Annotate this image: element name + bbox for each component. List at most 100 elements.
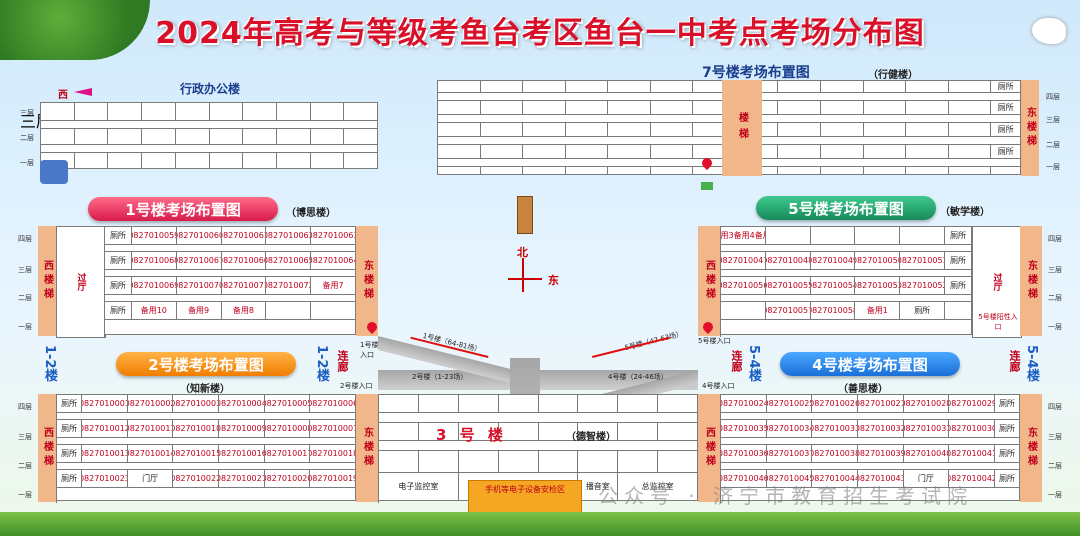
room-cell: 0827010056 bbox=[721, 277, 766, 295]
room-cell: 0827010003 bbox=[173, 395, 220, 413]
corridor-strip bbox=[57, 488, 356, 501]
corridor-link-right: 连廊 bbox=[730, 350, 743, 372]
b1-floor-1: 一层 bbox=[18, 323, 32, 331]
room-cell: 0827010070 bbox=[176, 277, 222, 295]
building3-label: 3 号 楼 bbox=[436, 426, 507, 444]
room-cell: 0827010016 bbox=[219, 445, 265, 463]
building2-title: 2号楼考场布置图 bbox=[148, 355, 264, 374]
room-cell: 门厅 bbox=[127, 470, 174, 488]
room-cell: 0827010053 bbox=[855, 277, 901, 295]
room-cell: 0827010010 bbox=[173, 420, 220, 438]
entrance-b1: 1号楼入口 bbox=[360, 341, 379, 359]
corridor-strip bbox=[105, 295, 356, 302]
location-pin-icon bbox=[699, 155, 715, 171]
room-cell: 0827010055 bbox=[765, 277, 811, 295]
building1-hall-label: 过厅 bbox=[75, 273, 86, 291]
room-cell: 备用7 bbox=[311, 277, 356, 295]
b7-floor-1: 一层 bbox=[1046, 163, 1060, 171]
corridor-strip bbox=[105, 270, 356, 277]
building4-east-stair: 东楼梯 bbox=[1020, 394, 1042, 502]
building5-hall-label: 过厅 bbox=[991, 273, 1002, 291]
b7-toilet: 厕所 bbox=[991, 81, 1021, 93]
building7-stair: 楼梯 bbox=[722, 80, 762, 176]
room-cell: 0827010066 bbox=[221, 252, 267, 270]
corridor-strip bbox=[105, 320, 356, 335]
security-checkpoint-label: 手机等电子设备安检区 bbox=[485, 485, 565, 494]
room-cell: 0827010034 bbox=[766, 420, 813, 438]
room-cell bbox=[855, 227, 901, 245]
room-cell: 0827010032 bbox=[857, 420, 904, 438]
gate-tower bbox=[517, 196, 533, 234]
room-cell: 0827010039 bbox=[857, 445, 904, 463]
room-cell: 0827010068 bbox=[131, 252, 177, 270]
room-cell: 0827010049 bbox=[810, 252, 856, 270]
building3-name: （德智楼） bbox=[566, 432, 616, 443]
b4-floor-3: 三层 bbox=[1048, 433, 1062, 441]
b4-floor-4: 四层 bbox=[1048, 403, 1062, 411]
room-cell: 0827010033 bbox=[812, 420, 858, 438]
room-cell: 0827010044 bbox=[812, 470, 858, 488]
room-cell: 备用1 bbox=[855, 302, 901, 320]
corridor-strip bbox=[721, 245, 972, 252]
admin-floor-3-label: 三层 bbox=[20, 109, 34, 117]
room-cell: 0827010022 bbox=[173, 470, 220, 488]
admin-building-label: 行政办公楼 bbox=[180, 82, 241, 96]
b2-floor-1: 一层 bbox=[18, 491, 32, 499]
corridor-strip bbox=[57, 463, 356, 470]
room-cell: 0827010050 bbox=[855, 252, 901, 270]
room-cell: 0827010035 bbox=[721, 420, 767, 438]
corridor-link-far: 连廊 bbox=[1008, 350, 1021, 372]
building2-banner: 2号楼考场布置图 bbox=[116, 352, 296, 376]
building3: 电子监控室 播音室 总监控室 bbox=[378, 394, 698, 503]
building5-entrance-label: 5号楼阳性入口 bbox=[978, 313, 1018, 331]
building2-grid: 厕所08270100010827010002082701000308270100… bbox=[56, 394, 356, 503]
corridor-1-2-mid: 1-2楼 bbox=[314, 345, 329, 382]
room-cell: 0827010064 bbox=[311, 252, 356, 270]
b7-entrance-marker bbox=[701, 182, 713, 190]
room-cell: 0827010062 bbox=[266, 227, 312, 245]
corridor-1-2-left: 1-2楼 bbox=[42, 345, 57, 382]
dove-icon bbox=[1032, 18, 1066, 44]
room-cell: 厕所 bbox=[105, 302, 132, 320]
room-cell: 备用2 备用3备用4备用5备用6 bbox=[721, 227, 766, 245]
room-cell: 0827010026 bbox=[812, 395, 858, 413]
compass-north: 北 bbox=[517, 246, 528, 259]
room-cell: 厕所 bbox=[994, 395, 1020, 413]
location-pin-icon bbox=[364, 319, 380, 335]
location-pin-icon bbox=[700, 319, 716, 335]
room-cell: 0827010015 bbox=[173, 445, 220, 463]
room-cell: 0827010018 bbox=[310, 445, 356, 463]
building5-title: 5号楼考场布置图 bbox=[788, 199, 904, 218]
room-cell: 0827010072 bbox=[266, 277, 312, 295]
corridor-strip bbox=[721, 270, 972, 277]
room-cell: 备用10 bbox=[131, 302, 177, 320]
room-cell bbox=[945, 302, 972, 320]
room-cell: 0827010040 bbox=[903, 445, 950, 463]
building5-east-stair: 东楼梯 bbox=[1020, 226, 1042, 336]
room-cell: 0827010059 bbox=[131, 227, 177, 245]
watermark: 公众号 · 济宁市教育招生考试院 bbox=[598, 484, 974, 508]
room-cell bbox=[721, 302, 766, 320]
west-label: 西 bbox=[58, 90, 68, 101]
room-cell: 0827010025 bbox=[766, 395, 813, 413]
b2-floor-3: 三层 bbox=[18, 433, 32, 441]
b2-floor-4: 四层 bbox=[18, 403, 32, 411]
room-cell: 0827010012 bbox=[82, 420, 128, 438]
building2-name: （知新楼） bbox=[180, 384, 230, 395]
building2-east-stair: 东楼梯 bbox=[356, 394, 378, 502]
room-cell: 0827010004 bbox=[219, 395, 265, 413]
b4-floor-1: 一层 bbox=[1048, 491, 1062, 499]
room-cell: 0827010038 bbox=[812, 445, 858, 463]
building1-name: （博思楼） bbox=[286, 208, 336, 219]
room-cell: 厕所 bbox=[994, 470, 1020, 488]
room-cell: 0827010045 bbox=[766, 470, 813, 488]
building1-west-stair: 西楼梯 bbox=[38, 226, 56, 336]
building5-name: （敏学楼） bbox=[940, 207, 990, 218]
building4-banner: 4号楼考场布置图 bbox=[780, 352, 960, 376]
corridor-strip bbox=[721, 438, 1020, 445]
